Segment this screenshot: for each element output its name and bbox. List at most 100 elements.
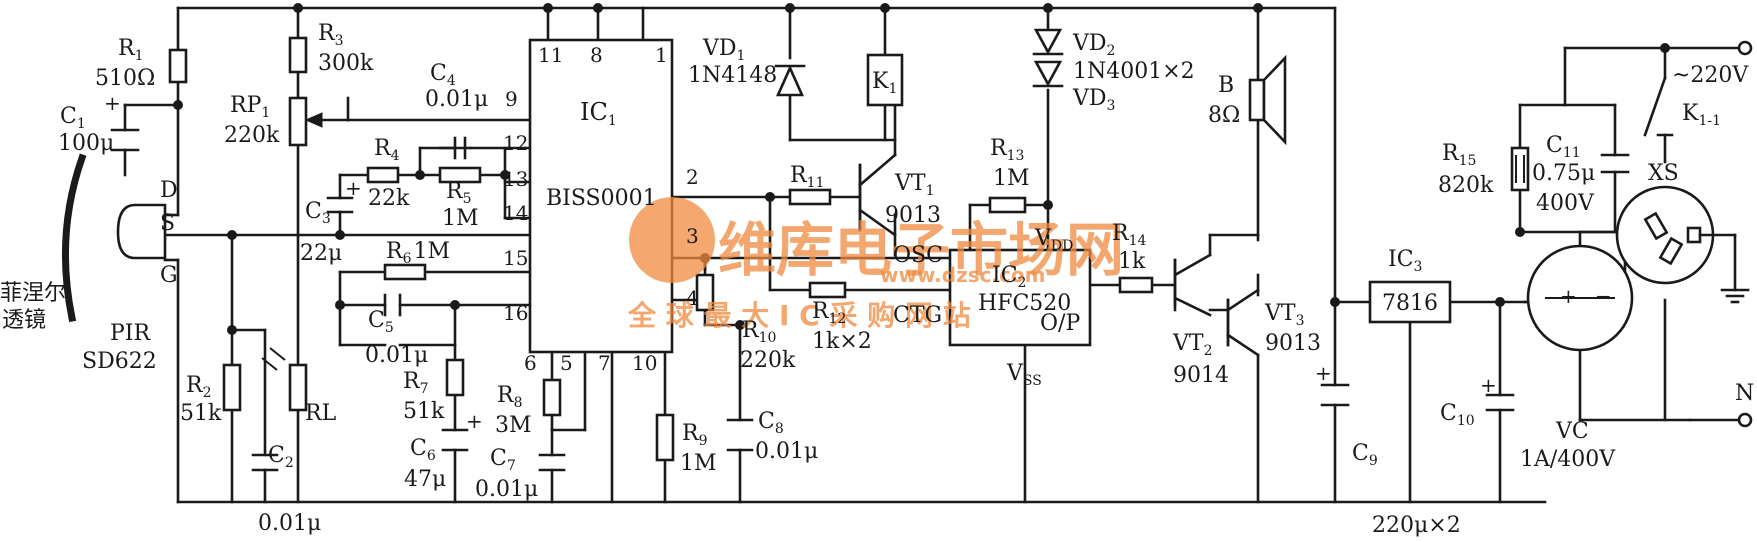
diode-vd2 — [1032, 28, 1064, 56]
ic1-pin-5: 5 — [560, 351, 573, 375]
c11-value: 0.75μ — [1532, 161, 1595, 186]
svg-text:+: + — [345, 176, 362, 200]
svg-text:+: + — [104, 91, 121, 115]
cap-pair-value: 220μ×2 — [1372, 513, 1461, 538]
watermark-slogan: 全 球 最 大 I C 采 购 网 站 — [627, 299, 971, 332]
ic1-box — [528, 38, 674, 354]
ic1-pin-4: 4 — [686, 286, 699, 310]
ic1-pin-2: 2 — [686, 165, 699, 189]
resistor-r13 — [988, 196, 1027, 214]
mains-label: ~220V — [1672, 63, 1749, 88]
ic1-pin-1: 1 — [655, 43, 668, 67]
ic1-part: BISS0001 — [546, 186, 657, 211]
transistor-vt2 — [1173, 253, 1212, 317]
ic3-ref: IC3 — [1388, 247, 1422, 275]
watermark-url: www.dzsc.com — [880, 263, 1046, 287]
r4-ref: R4 — [374, 136, 400, 164]
resistor-r1 — [168, 48, 188, 84]
ic2-ctg: CTG — [893, 303, 942, 328]
light-arrows — [261, 347, 286, 371]
ic1-pin-9: 9 — [505, 87, 518, 111]
photoresistor-rl — [288, 363, 308, 412]
r8-ref: R8 — [497, 383, 523, 411]
r14-value: 1k — [1118, 249, 1146, 274]
vt2-value: 9014 — [1173, 363, 1229, 388]
resistor-r11 — [788, 188, 832, 206]
resistor-r14 — [1118, 276, 1154, 294]
r1-ref: R1 — [118, 36, 144, 64]
ic3-value: 7816 — [1382, 291, 1438, 316]
ic2-osc: OSC — [893, 243, 943, 268]
r10-ref: R10 — [742, 318, 776, 346]
speaker-b — [1248, 54, 1287, 146]
vt1-value: 9013 — [885, 203, 941, 228]
resistor-r3 — [288, 36, 308, 74]
resistor-r4 — [366, 166, 400, 184]
ic1-pin-14: 14 — [503, 201, 528, 225]
ic1-pin-8: 8 — [590, 43, 603, 67]
terminal-220v — [1737, 40, 1753, 56]
c5-value: 0.01μ — [365, 343, 428, 368]
potentiometer-rp1 — [288, 96, 308, 147]
rp1-ref: RP1 — [230, 93, 270, 121]
r3-ref: R3 — [318, 21, 344, 49]
pin-g: G — [160, 263, 178, 288]
r12-ref: R12 — [812, 299, 846, 327]
ic1-pin-3: 3 — [686, 224, 699, 248]
c11-rating: 400V — [1536, 191, 1595, 216]
ic1-pin-13: 13 — [503, 167, 528, 191]
resistor-r9 — [655, 413, 675, 462]
c4-value: 0.01μ — [425, 87, 488, 112]
ic1-pin-12: 12 — [503, 131, 528, 155]
ic3-box — [1368, 280, 1452, 324]
r7-value: 51k — [403, 399, 445, 424]
pin-d: D — [160, 178, 178, 203]
pir-sensor — [116, 203, 180, 262]
watermark: 维库电子市场网 www.dzsc.com 全 球 最 大 I C 采 购 网 站 — [627, 197, 1124, 332]
r4-value: 22k — [368, 186, 410, 211]
xs-ref: XS — [1648, 161, 1679, 186]
ic1-pin-10: 10 — [632, 351, 657, 375]
ic2-vss: VSS — [1006, 361, 1042, 389]
c6-value: 47μ — [404, 467, 446, 492]
resistor-r7 — [445, 358, 465, 397]
c5-ref: C5 — [368, 308, 394, 336]
r5-ref: R5 — [446, 179, 472, 207]
vd1-value: 1N4148 — [688, 63, 777, 88]
r12-value: 1k×2 — [812, 329, 872, 354]
transistor-vt3 — [1226, 288, 1260, 357]
r15-value: 820k — [1438, 173, 1494, 198]
ic2-ref: IC2 — [992, 263, 1026, 291]
relay-k1 — [866, 53, 904, 107]
r1-value: 510Ω — [95, 66, 155, 91]
r10-value: 220k — [740, 348, 796, 373]
vd2-value: 1N4001×2 — [1073, 59, 1195, 84]
resistor-r8 — [542, 378, 562, 417]
b-value: 8Ω — [1208, 103, 1240, 128]
ic2-vdd: VDD — [1034, 226, 1073, 254]
c3-ref: C3 — [305, 199, 331, 227]
svg-text:+: + — [1480, 373, 1497, 397]
r5-value: 1M — [442, 206, 479, 231]
c1-ref: C1 — [60, 104, 86, 132]
rl-ref: RL — [305, 401, 337, 426]
ic1-ref: IC1 — [580, 98, 617, 129]
pin-s: S — [160, 211, 175, 236]
c8-ref: C8 — [758, 409, 784, 437]
pir-part: SD622 — [82, 349, 157, 374]
vd2-ref: VD2 — [1072, 31, 1115, 59]
c6-ref: C6 — [410, 436, 436, 464]
bridge-rectifier-vc — [1526, 244, 1634, 352]
c11-ref: C11 — [1546, 133, 1581, 161]
r14-ref: R14 — [1112, 221, 1146, 249]
vt2-ref: VT2 — [1172, 331, 1212, 359]
k1-1-ref: K1-1 — [1682, 101, 1721, 129]
r15-ref: R15 — [1442, 141, 1476, 169]
diode-vd3 — [1032, 60, 1064, 88]
ic1-pin-15: 15 — [503, 246, 528, 270]
fresnel-lens — [61, 153, 87, 323]
c7-value: 0.01μ — [475, 477, 538, 502]
junctions — [173, 3, 1670, 335]
